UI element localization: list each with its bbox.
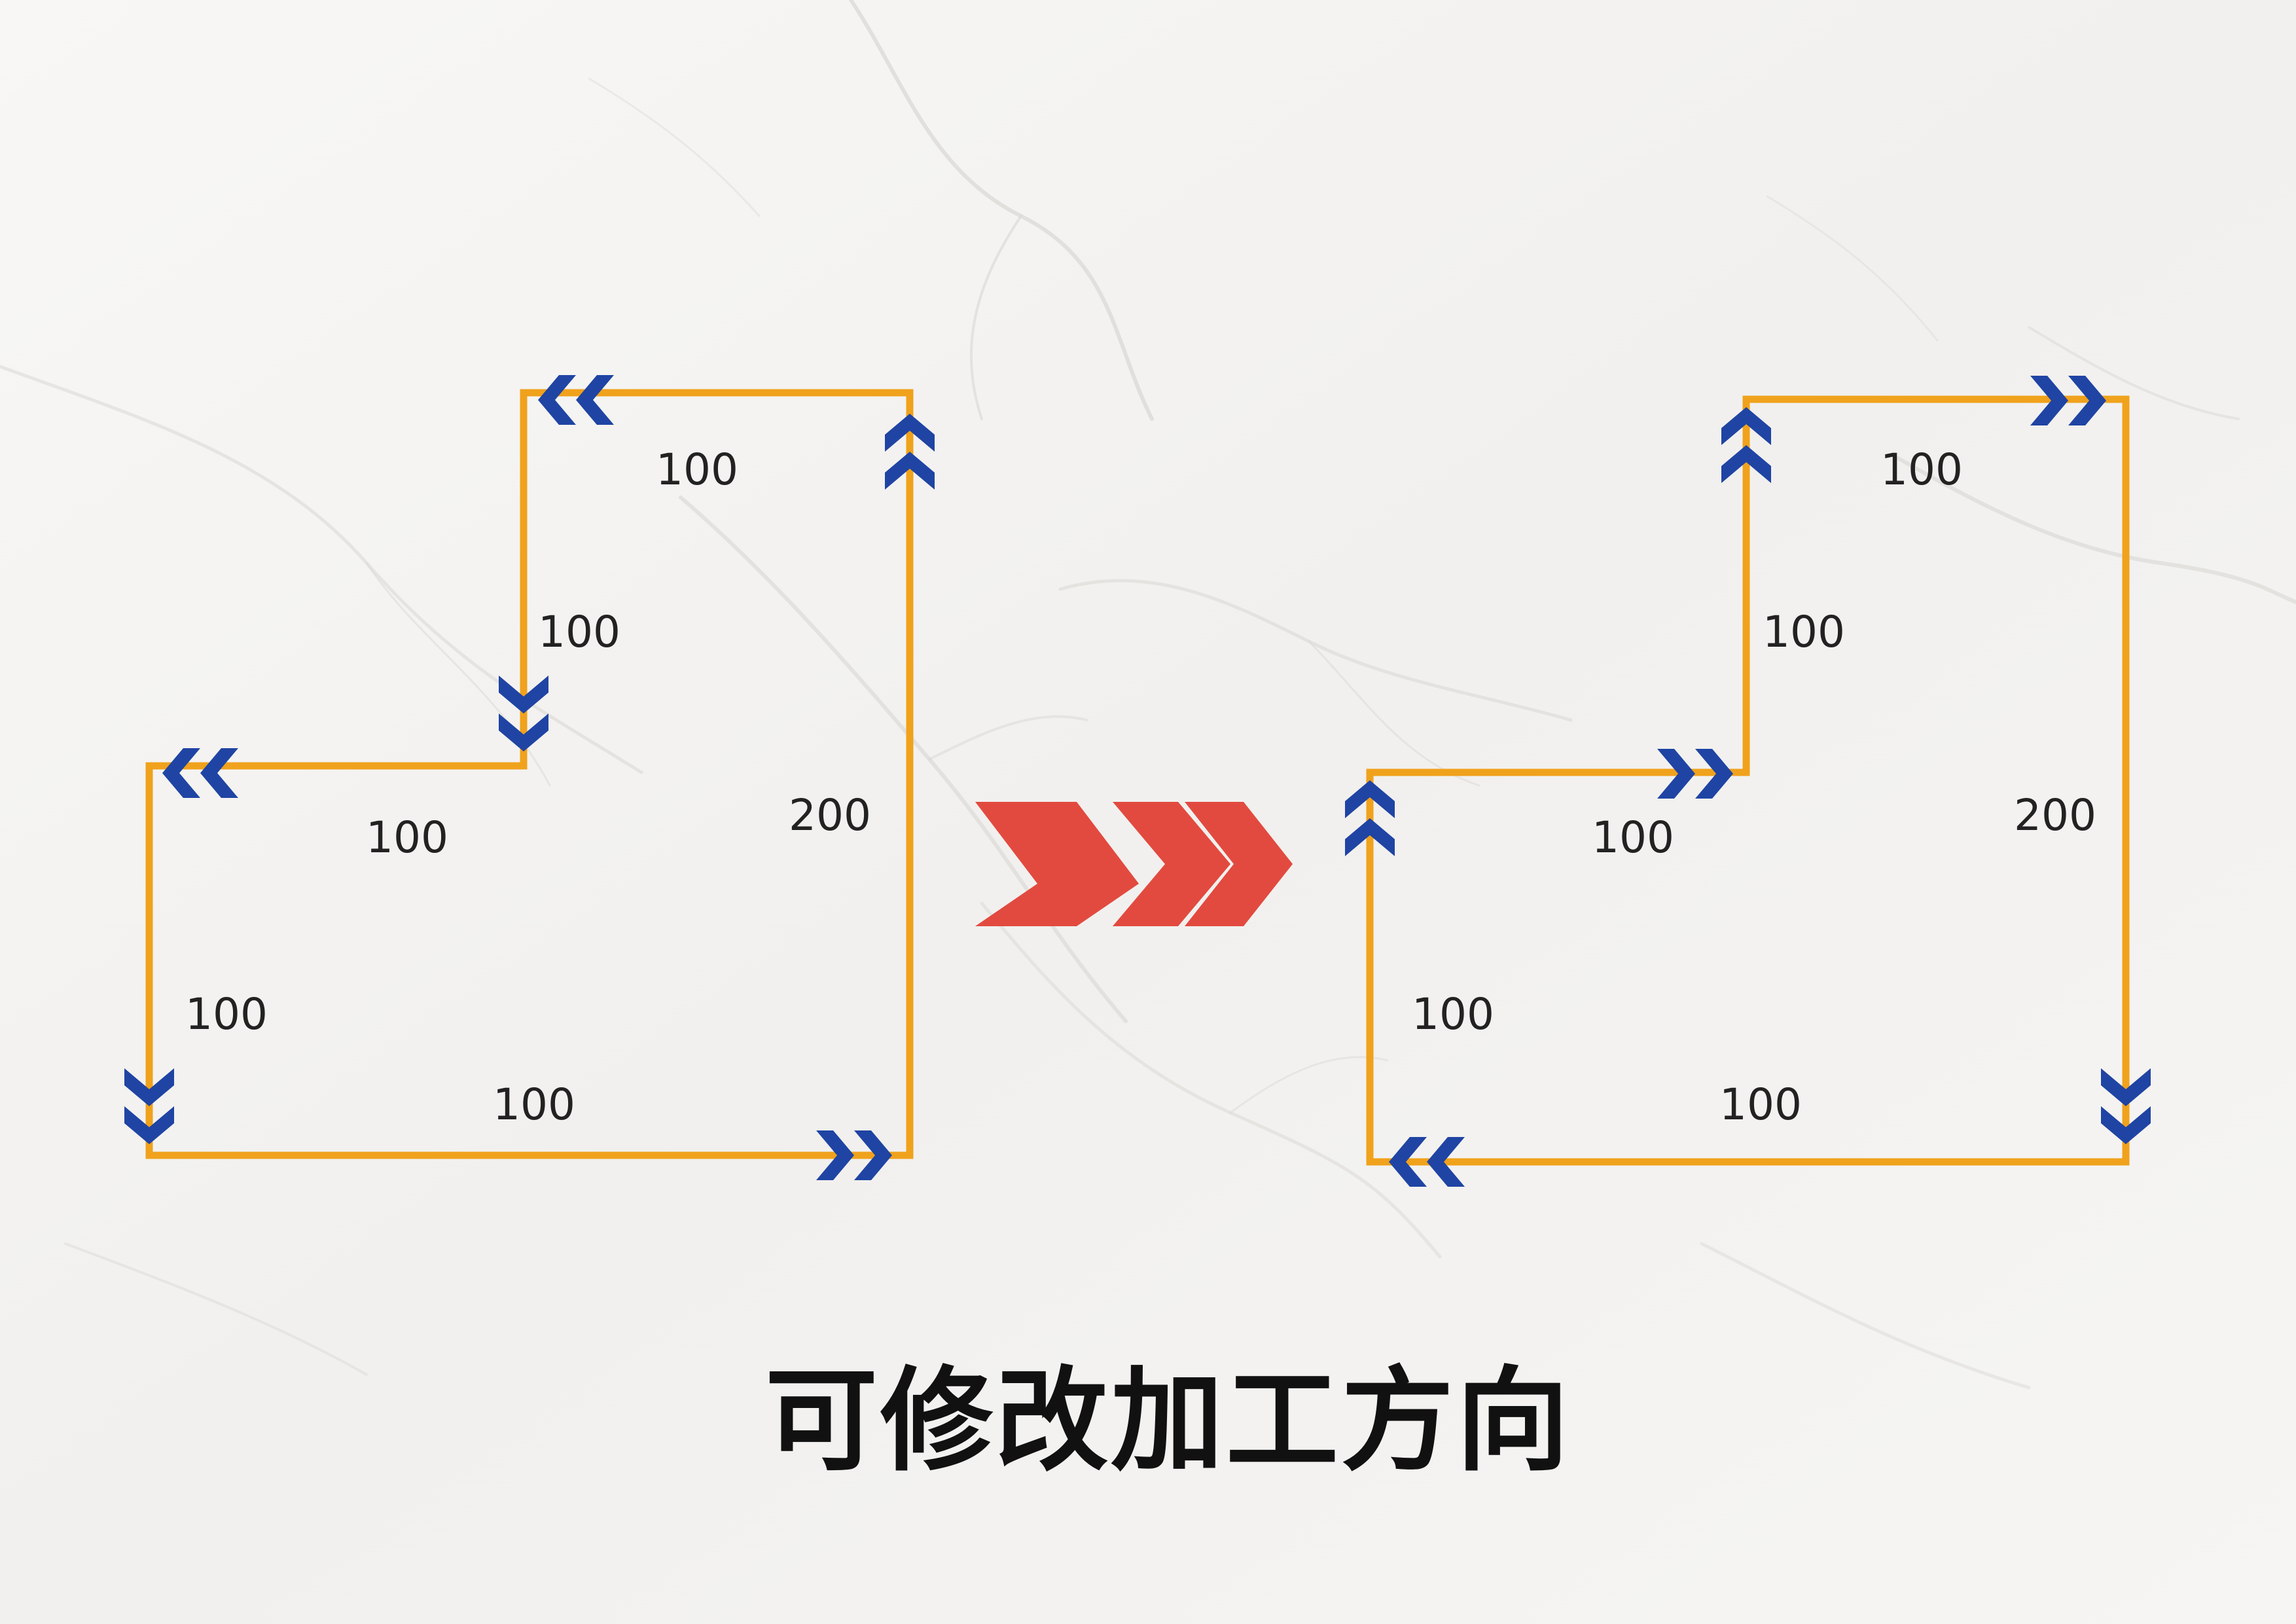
after-arrow-right-bottom: [2101, 1068, 2151, 1144]
double-chevron-icon: [2101, 1068, 2151, 1144]
before-arrow-top-left: [538, 375, 614, 425]
double-chevron-icon: [885, 414, 935, 490]
marble-veins: [0, 0, 2296, 1390]
after-label-top: 100: [1880, 444, 1963, 495]
triple-chevron-right-icon: [975, 802, 1293, 926]
double-chevron-icon: [816, 1130, 892, 1180]
before-label-right: 200: [789, 790, 871, 840]
after-label-right: 200: [2014, 790, 2096, 840]
after-arrow-inner-horizontal: [1657, 749, 1733, 799]
before-label-bottom: 100: [493, 1079, 575, 1130]
after-outline: [1366, 395, 2130, 1166]
double-chevron-icon: [1389, 1137, 1465, 1187]
before-arrow-inner-vertical: [499, 676, 548, 751]
before-label-top: 100: [656, 444, 738, 495]
after-arrow-top-right: [2030, 376, 2106, 425]
before-outline: [145, 389, 914, 1159]
after-arrow-bottom-left: [1389, 1137, 1465, 1187]
before-arrow-top-right: [885, 414, 935, 490]
double-chevron-icon: [124, 1068, 174, 1144]
double-chevron-icon: [1721, 407, 1771, 483]
after-label-inner-vertical: 100: [1763, 607, 1845, 657]
after-arrow-top-left: [1721, 407, 1771, 483]
before-shape: 100 100 100 200 100 100: [124, 375, 935, 1180]
double-chevron-icon: [499, 676, 548, 751]
before-label-left: 100: [185, 989, 268, 1039]
after-label-bottom: 100: [1719, 1079, 1802, 1130]
after-shape: 100 100 100 200 100 100: [1345, 376, 2151, 1187]
after-arrow-left-top: [1345, 780, 1395, 856]
before-label-inner-horizontal: 100: [366, 812, 448, 863]
before-label-inner-vertical: 100: [538, 607, 620, 657]
after-label-left: 100: [1412, 989, 1494, 1039]
double-chevron-icon: [162, 748, 238, 798]
double-chevron-icon: [1345, 780, 1395, 856]
double-chevron-icon: [538, 375, 614, 425]
double-chevron-icon: [2030, 376, 2106, 425]
before-arrow-inner-left: [162, 748, 238, 798]
before-arrow-left-bottom: [124, 1068, 174, 1144]
transition-arrow: [975, 802, 1293, 926]
after-label-inner-horizontal: 100: [1592, 812, 1674, 863]
caption-title: 可修改加工方向: [765, 1355, 1571, 1487]
double-chevron-icon: [1657, 749, 1733, 799]
before-arrow-bottom-right: [816, 1130, 892, 1180]
